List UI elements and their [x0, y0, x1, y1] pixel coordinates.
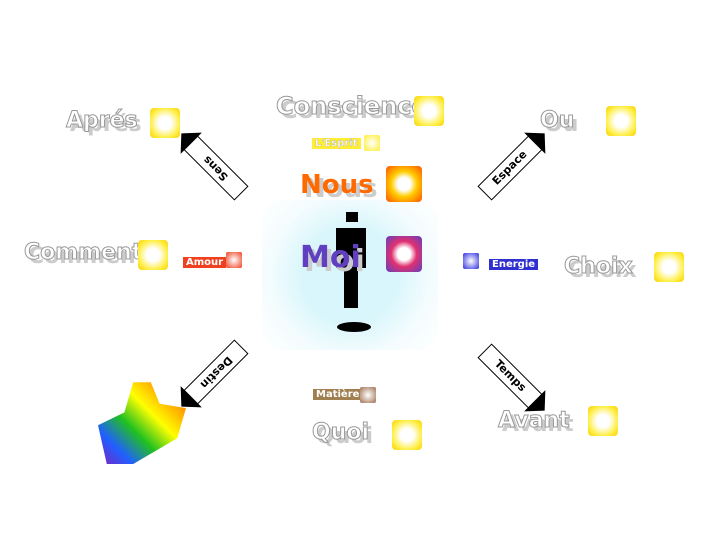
esprit-label: L'Esprit [312, 138, 361, 149]
nous-label: Nous [300, 170, 374, 200]
comment-box [138, 240, 168, 270]
choix-box [654, 252, 684, 282]
avant-box [588, 406, 618, 436]
matiere-box [360, 387, 376, 403]
quoi-label: Quoi [311, 420, 370, 446]
amour-label: Amour [183, 257, 227, 268]
energie-box [463, 253, 479, 269]
choix-label: Choix [564, 254, 634, 280]
matiere-label: Matière [313, 389, 363, 400]
espace-arrow: Espace [477, 135, 543, 201]
amour-box [226, 252, 242, 268]
energie-label: Energie [489, 259, 539, 270]
comment-label: Comment [23, 240, 143, 266]
moi-label: Moi [300, 240, 361, 275]
destin-arrow: Destin [183, 339, 249, 405]
quoi-box [392, 420, 422, 450]
esprit-box [364, 135, 380, 151]
conscience-label: Conscience [276, 92, 429, 121]
man-figure [336, 212, 366, 312]
rainbow-ship-icon [98, 382, 186, 464]
ou-box [606, 106, 636, 136]
shadow-ellipse [337, 322, 371, 332]
nous-box [386, 166, 422, 202]
temps-arrow: Temps [477, 343, 543, 409]
sens-arrow: Sens [183, 135, 249, 201]
conscience-box [414, 96, 444, 126]
moi-box [386, 236, 422, 272]
ou-label: Ou [539, 108, 575, 134]
apres-box [150, 108, 180, 138]
apres-label: Aprés [66, 108, 139, 134]
